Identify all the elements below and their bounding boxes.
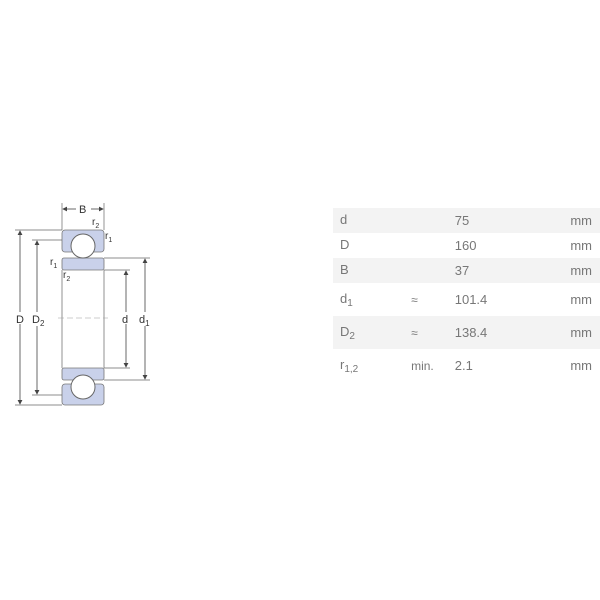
qualifier xyxy=(411,208,455,233)
symbol: d1 xyxy=(340,290,353,309)
bearing-diagram: B D D2 d d1 r2 r1 r1 r2 xyxy=(14,203,153,406)
label-r1-top: r1 xyxy=(105,231,112,244)
value: 160 xyxy=(454,238,477,253)
qualifier: ≈ xyxy=(411,325,418,340)
ball-top xyxy=(70,233,96,259)
table-row: D2 ≈138.4 mm xyxy=(333,316,600,349)
unit: mm xyxy=(570,358,592,373)
unit: mm xyxy=(570,263,592,278)
bearing-section-bottom xyxy=(61,367,105,406)
table-row: d 75 mm xyxy=(333,208,600,233)
label-D2: D2 xyxy=(32,314,45,328)
ball-bottom xyxy=(70,374,96,400)
symbol: D2 xyxy=(340,323,355,342)
unit: mm xyxy=(570,213,592,228)
label-B: B xyxy=(79,204,86,216)
table-row: D 160 mm xyxy=(333,233,600,258)
value: 75 xyxy=(454,213,470,228)
table-row: r1,2 min. 2.1 mm xyxy=(333,349,600,382)
qualifier xyxy=(411,258,455,283)
unit: mm xyxy=(570,292,592,307)
symbol: r1,2 xyxy=(340,356,359,375)
label-d: d xyxy=(122,314,128,326)
label-r1-inner: r1 xyxy=(50,257,57,270)
value: 101.4 xyxy=(454,292,488,307)
label-D: D xyxy=(16,314,24,326)
symbol: B xyxy=(340,261,349,277)
label-r2-top: r2 xyxy=(92,217,99,230)
bearing-section-top xyxy=(61,229,105,271)
symbol: d xyxy=(340,211,348,227)
label-d1: d1 xyxy=(139,314,150,328)
table-row: B 37 mm xyxy=(333,258,600,283)
unit: mm xyxy=(570,325,592,340)
symbol: D xyxy=(340,236,350,252)
qualifier: ≈ xyxy=(411,292,418,307)
qualifier: min. xyxy=(411,358,434,373)
qualifier xyxy=(411,233,455,258)
table-row: d1 ≈101.4 mm xyxy=(333,283,600,316)
dimensions-table: d 75 mm D 160 mm B 37 mm d1 ≈101.4 mm D2 ≈138.4 mm… xyxy=(333,208,600,382)
label-r2-inner: r2 xyxy=(63,270,70,283)
unit: mm xyxy=(570,238,592,253)
value: 37 xyxy=(454,263,470,278)
value: 138.4 xyxy=(454,325,488,340)
value: 2.1 xyxy=(454,358,473,373)
